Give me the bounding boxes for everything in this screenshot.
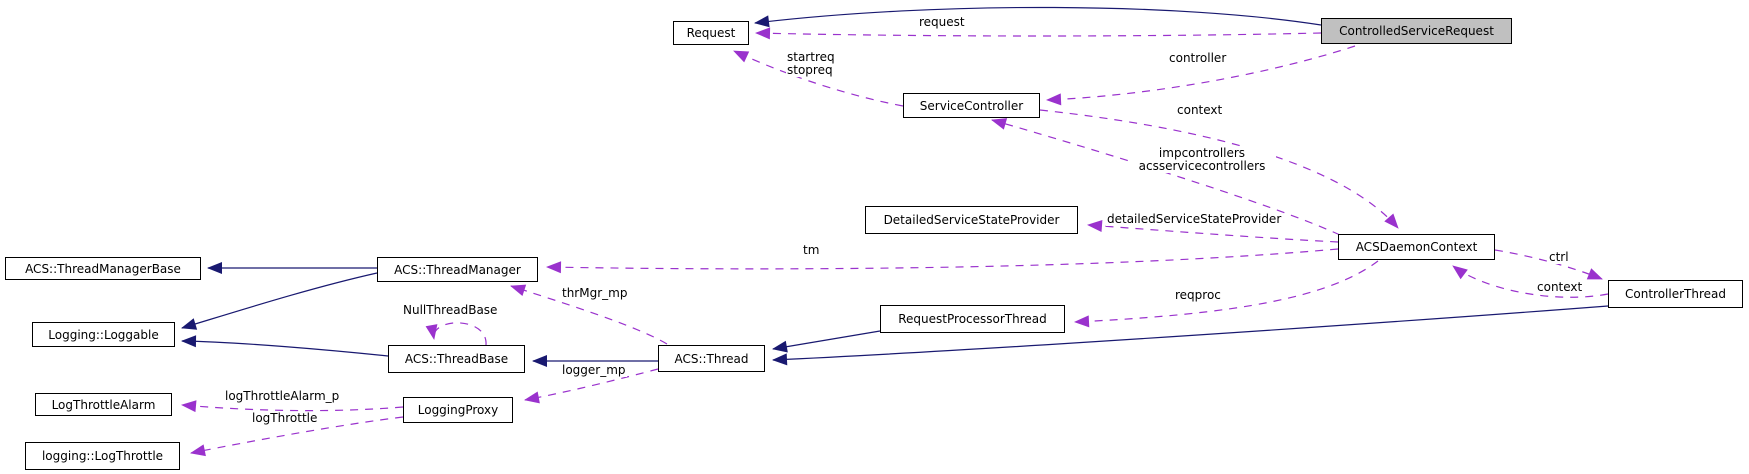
edge-usage-request: [755, 27, 1322, 40]
node-acs-thread[interactable]: ACS::Thread: [658, 345, 765, 372]
edge-usage-logger-mp: [524, 368, 659, 404]
edge-label-logthrottle: logThrottle: [251, 411, 319, 425]
node-logthrottlealarm[interactable]: LogThrottleAlarm: [35, 393, 172, 416]
edge-label-logger-mp: logger_mp: [561, 363, 627, 377]
edge-inherit-threadmanager-loggable: [181, 272, 378, 330]
node-acs-threadbase[interactable]: ACS::ThreadBase: [388, 345, 525, 373]
node-logging-loggable[interactable]: Logging::Loggable: [32, 322, 175, 347]
edge-usage-impcontrollers: [991, 118, 1341, 236]
edge-label-detailedservicestateprovider: detailedServiceStateProvider: [1106, 212, 1283, 226]
edge-usage-tm: [546, 248, 1339, 274]
edge-label-startreq-stopreq: startreq stopreq: [786, 50, 836, 77]
edge-label-context-upper: context: [1176, 103, 1224, 117]
edge-usage-context-controllerthread: [1452, 265, 1609, 298]
edge-usage-nullthreadbase-selfloop: [425, 322, 487, 346]
edge-label-ctrl: ctrl: [1548, 250, 1570, 264]
edge-label-context-lower: context: [1536, 280, 1584, 294]
node-loggingproxy[interactable]: LoggingProxy: [403, 397, 513, 423]
edge-label-thrmgr-mp: thrMgr_mp: [561, 286, 629, 300]
node-requestprocessorthread[interactable]: RequestProcessorThread: [880, 305, 1065, 333]
edge-inherit-controlledservicerequest-request: [754, 6, 1322, 28]
edge-usage-controller: [1046, 45, 1356, 106]
edge-label-impcontrollers: impcontrollers acsservicecontrollers: [1128, 147, 1276, 173]
edge-label-reqproc: reqproc: [1174, 288, 1222, 302]
node-logging-logthrottle[interactable]: logging::LogThrottle: [25, 442, 180, 470]
node-controlledservicerequest: ControlledServiceRequest: [1321, 18, 1512, 44]
node-request[interactable]: Request: [673, 21, 749, 45]
edge-label-nullthreadbase: NullThreadBase: [402, 303, 499, 317]
edge-label-logthrottlealarm-p: logThrottleAlarm_p: [224, 389, 341, 403]
node-servicecontroller[interactable]: ServiceController: [903, 93, 1040, 118]
node-acsdaemoncontext[interactable]: ACSDaemonContext: [1338, 234, 1495, 260]
node-detailedservicestateprovider[interactable]: DetailedServiceStateProvider: [865, 206, 1078, 234]
edge-inherit-controllerthread-thread: [772, 305, 1609, 366]
edge-usage-logthrottle: [190, 416, 404, 457]
node-acs-threadmanagerbase[interactable]: ACS::ThreadManagerBase: [5, 257, 201, 280]
edge-usage-context-servicecontroller: [1039, 109, 1399, 229]
edge-usage-detailedservicestateprovider: [1087, 220, 1339, 243]
edge-usage-thrmgr-mp: [510, 284, 668, 345]
edge-usage-logthrottlealarm-p: [181, 400, 404, 413]
node-controllerthread[interactable]: ControllerThread: [1608, 280, 1743, 308]
node-acs-threadmanager[interactable]: ACS::ThreadManager: [377, 257, 538, 282]
edge-inherit-requestprocessorthread-thread: [772, 330, 881, 353]
edge-label-tm: tm: [802, 243, 821, 257]
edge-label-request: request: [918, 15, 966, 29]
edge-inherit-threadbase-loggable: [181, 335, 389, 357]
edge-usage-reqproc: [1074, 260, 1379, 328]
edge-label-controller: controller: [1168, 51, 1228, 65]
